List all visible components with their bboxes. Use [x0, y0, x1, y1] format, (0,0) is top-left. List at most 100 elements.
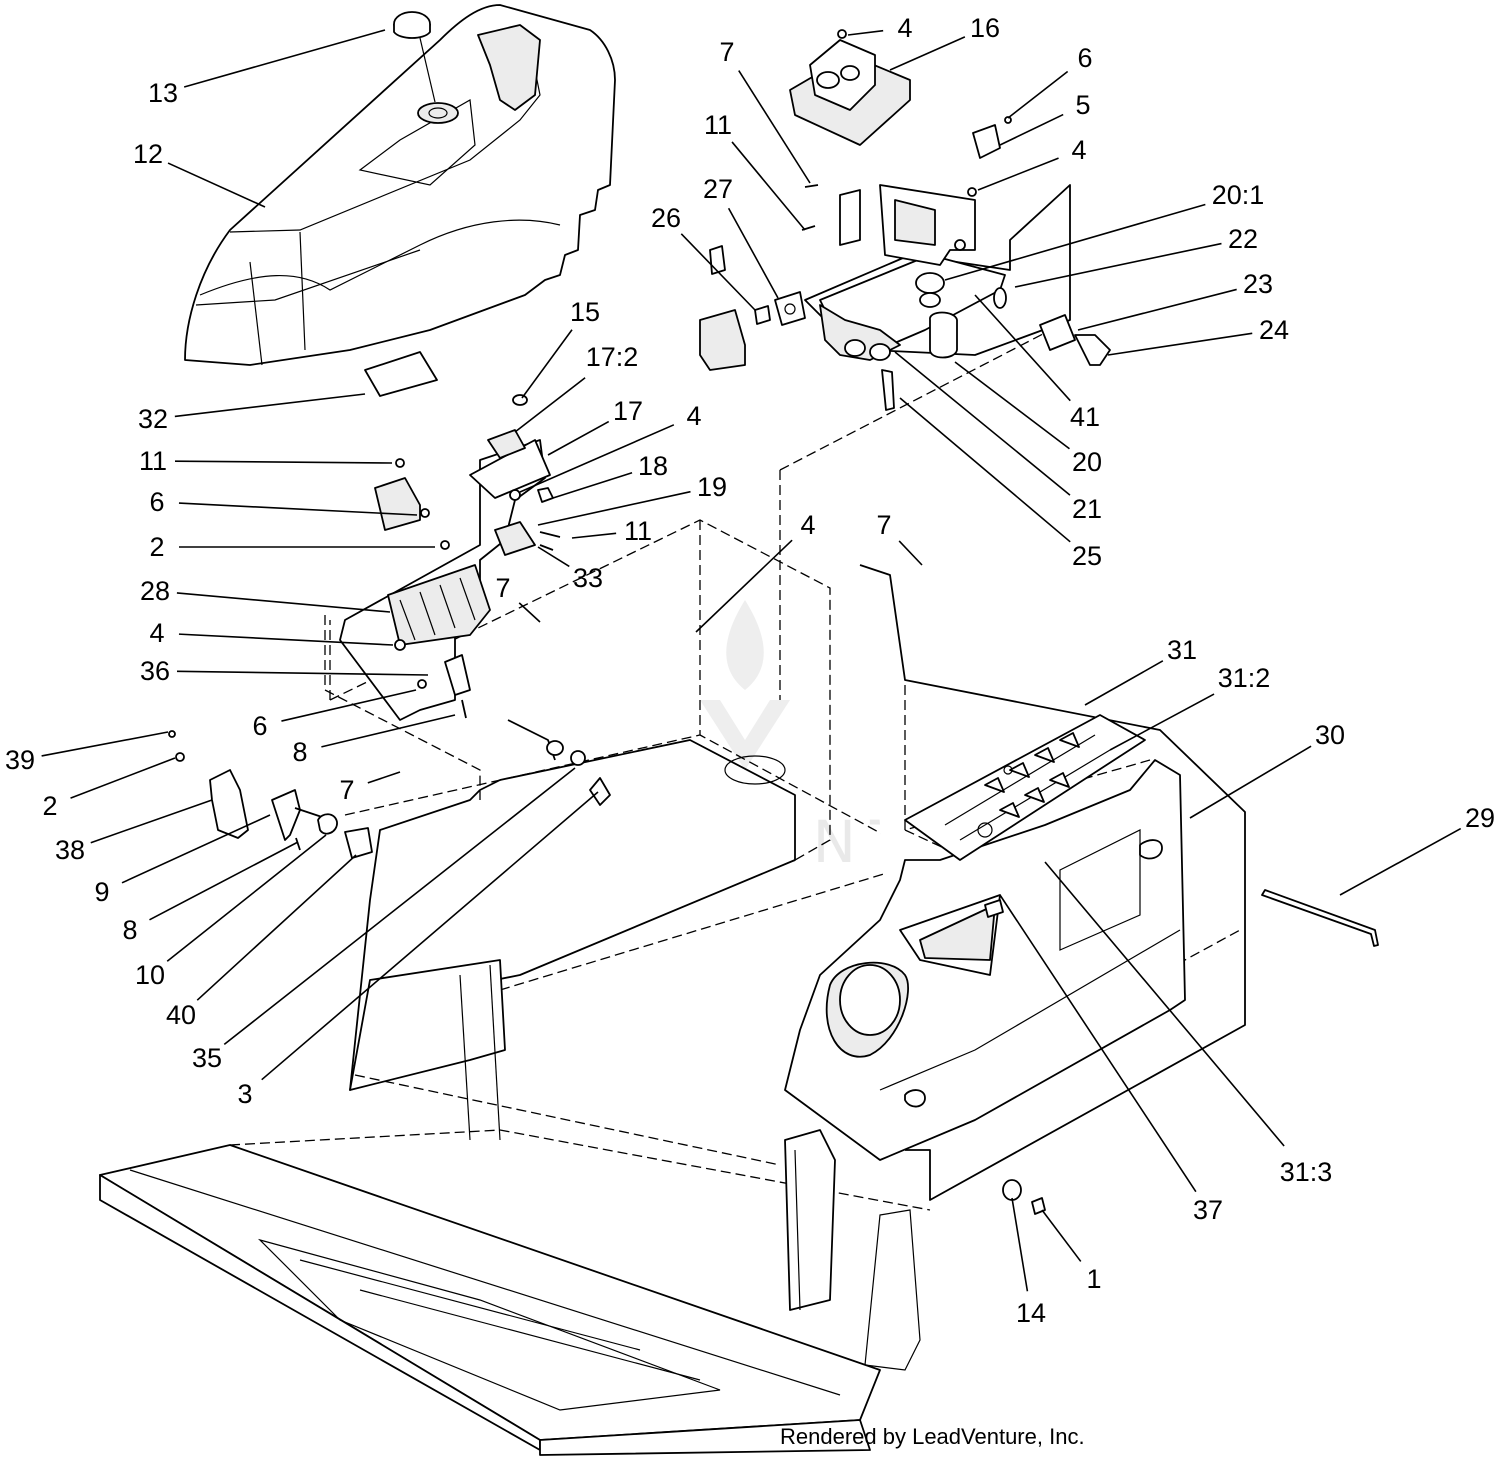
- leader-6b: [281, 689, 417, 722]
- callout-31:2: 31:2: [1218, 663, 1271, 693]
- callout-19: 19: [697, 472, 727, 502]
- callout-4e: 4: [800, 510, 815, 540]
- callout-11b: 11: [139, 446, 167, 476]
- callout-14: 14: [1016, 1298, 1046, 1328]
- callout-7a: 7: [495, 573, 510, 603]
- leader-13: [183, 29, 386, 88]
- leader-3: [261, 791, 599, 1081]
- leader-7a: [518, 602, 541, 623]
- leader-38: [90, 799, 213, 844]
- callout-32: 32: [138, 404, 168, 434]
- callout-7d: 7: [876, 510, 891, 540]
- leader-21: [894, 351, 1071, 496]
- leader-24: [1107, 332, 1253, 356]
- callout-6a: 6: [149, 487, 164, 517]
- callout-24: 24: [1259, 315, 1289, 345]
- callout-6b: 6: [252, 711, 267, 741]
- callout-4d: 4: [1071, 135, 1086, 165]
- left-bracket-assembly: [339, 394, 561, 721]
- leader-39: [41, 731, 169, 757]
- callout-22: 22: [1228, 224, 1258, 254]
- leader-27: [727, 207, 779, 299]
- callout-35: 35: [192, 1043, 222, 1073]
- callout-7b: 7: [339, 775, 354, 805]
- leader-17: [547, 420, 610, 456]
- leader-22: [1014, 242, 1222, 288]
- leader-6c: [1007, 70, 1069, 119]
- callout-1: 1: [1086, 1264, 1101, 1294]
- callout-15: 15: [570, 297, 600, 327]
- leader-11b: [174, 460, 393, 464]
- leader-30: [1189, 745, 1312, 819]
- leader-41: [974, 294, 1071, 402]
- callout-20: 20: [1072, 447, 1102, 477]
- leader-1: [1041, 1209, 1082, 1262]
- leader-29: [1339, 827, 1462, 896]
- leader-31: [1084, 660, 1164, 706]
- callout-9: 9: [94, 877, 109, 907]
- decal-icon-grid: [944, 732, 1111, 841]
- callout-31: 31: [1167, 635, 1197, 665]
- leader-23: [1077, 288, 1237, 331]
- callout-8b: 8: [122, 915, 137, 945]
- callout-5: 5: [1075, 90, 1090, 120]
- callout-25: 25: [1072, 541, 1102, 571]
- fuel-cap: [393, 11, 436, 103]
- callout-12: 12: [133, 139, 163, 169]
- callout-13: 13: [148, 78, 178, 108]
- callout-20:1: 20:1: [1212, 180, 1265, 210]
- leader-37: [999, 894, 1197, 1193]
- callout-10: 10: [135, 960, 165, 990]
- leader-8a: [321, 714, 456, 748]
- leader-2b: [70, 757, 176, 799]
- callout-11c: 11: [704, 110, 732, 140]
- leader-4a: [519, 424, 675, 493]
- leader-19: [537, 490, 691, 526]
- leader-40: [196, 854, 357, 1001]
- fuel-tank: [184, 4, 616, 366]
- leader-15: [521, 329, 573, 399]
- callout-17:2: 17:2: [586, 342, 639, 372]
- callout-26: 26: [651, 203, 681, 233]
- leader-31:3: [1044, 861, 1285, 1147]
- callout-6c: 6: [1077, 43, 1092, 73]
- right-console: [784, 714, 1186, 1161]
- leader-5: [999, 113, 1064, 146]
- rod-29: [1261, 889, 1379, 947]
- leader-8b: [149, 841, 299, 921]
- washer-14: [1002, 1179, 1022, 1201]
- leader-4d: [977, 157, 1059, 191]
- leader-4c: [847, 29, 884, 36]
- leader-18: [552, 471, 633, 499]
- leader-26: [680, 233, 756, 311]
- callout-41: 41: [1070, 402, 1100, 432]
- callout-4b: 4: [149, 618, 164, 648]
- leader-10: [166, 834, 327, 962]
- callout-29: 29: [1465, 803, 1495, 833]
- callout-3: 3: [237, 1079, 252, 1109]
- watermark-logo: [700, 600, 790, 770]
- callout-17: 17: [613, 396, 643, 426]
- callout-7c: 7: [719, 37, 734, 67]
- callout-11a: 11: [624, 516, 652, 546]
- callout-40: 40: [166, 1000, 196, 1030]
- screw-1: [1031, 1197, 1046, 1215]
- callout-21: 21: [1072, 494, 1102, 524]
- leader-14: [1011, 1197, 1029, 1292]
- lower-left-linkage: [168, 719, 786, 859]
- leader-17:2: [514, 377, 586, 433]
- render-credit: Rendered by LeadVenture, Inc.: [780, 1424, 1085, 1449]
- leader-36: [176, 670, 429, 676]
- leader-6a: [178, 502, 418, 516]
- leader-32: [174, 393, 366, 418]
- callout-30: 30: [1315, 720, 1345, 750]
- leader-12: [167, 162, 266, 208]
- callout-16: 16: [970, 13, 1000, 43]
- callout-31:3: 31:3: [1280, 1157, 1333, 1187]
- control-panel-assembly: [699, 29, 1111, 411]
- decal-32: [364, 351, 438, 397]
- callout-4a: 4: [686, 401, 701, 431]
- callout-37: 37: [1193, 1195, 1223, 1225]
- callout-28: 28: [140, 576, 170, 606]
